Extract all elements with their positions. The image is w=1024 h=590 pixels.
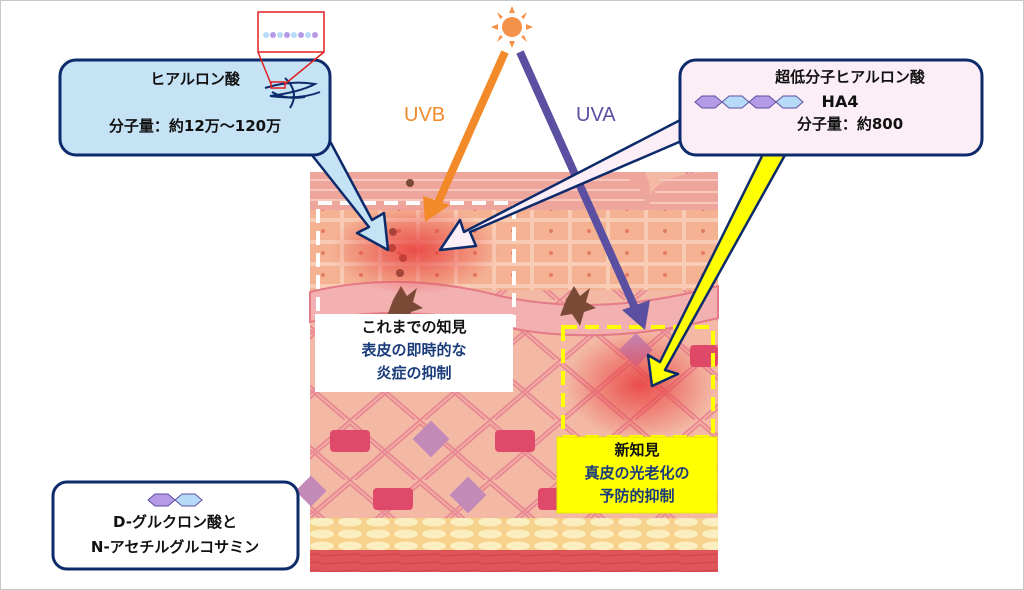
ha4-dermis-arrow bbox=[646, 148, 787, 388]
new-finding-heading: 新知見 bbox=[614, 441, 660, 459]
ha-magnifier-callout bbox=[257, 11, 325, 89]
epidermal-inflammation bbox=[330, 205, 500, 295]
legend-box bbox=[51, 480, 300, 571]
new-finding-line-1: 真皮の光老化の bbox=[584, 464, 690, 482]
previous-finding-line-1: 表皮の即時的な bbox=[361, 341, 467, 359]
ha4-molecular-weight: 分子量：約800 bbox=[796, 115, 904, 133]
ha-bubble bbox=[58, 58, 332, 157]
dermal-inflammation bbox=[565, 330, 715, 440]
ha-arrow bbox=[298, 126, 390, 252]
previous-finding-heading: これまでの知見 bbox=[361, 318, 467, 336]
uva-label: UVA bbox=[576, 104, 616, 126]
previous-finding-box bbox=[315, 314, 513, 392]
ha4-bubble bbox=[678, 58, 984, 157]
epidermis-focus-region bbox=[316, 201, 516, 327]
legend-line-2: N-アセチルグルコサミン bbox=[90, 538, 260, 556]
ha4-arrow bbox=[438, 113, 702, 252]
ha-molecular-weight: 分子量：約12万～120万 bbox=[108, 117, 282, 135]
new-finding-line-2: 予防的抑制 bbox=[599, 487, 675, 505]
disaccharide-unit-icon bbox=[147, 493, 203, 507]
hyaluronic-acid-tangle-icon bbox=[264, 77, 321, 109]
uvb-arrow bbox=[423, 50, 509, 222]
previous-finding-line-2: 炎症の抑制 bbox=[376, 364, 452, 382]
ha4-title: 超低分子ヒアルロン酸 bbox=[775, 68, 925, 86]
ha4-molecule-icon bbox=[694, 95, 804, 109]
new-finding-box bbox=[556, 436, 718, 514]
ha4-name: HA4 bbox=[821, 92, 859, 111]
legend-line-1: D-グルクロン酸と bbox=[113, 513, 237, 531]
uvb-label: UVB bbox=[404, 104, 446, 126]
ha-title: ヒアルロン酸 bbox=[150, 70, 240, 88]
sun-icon bbox=[491, 6, 533, 48]
